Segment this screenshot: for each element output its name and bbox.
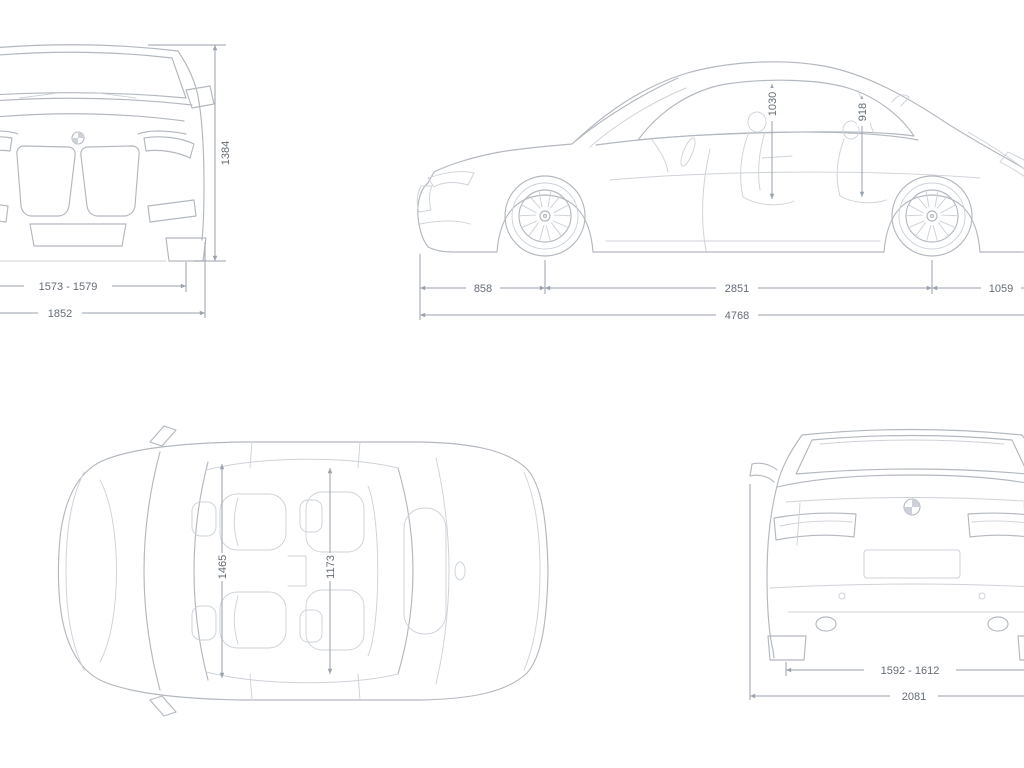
front-headroom-label-bg <box>766 88 779 121</box>
overall-length-label: 4768 <box>725 310 749 322</box>
rear-right-headrest <box>299 609 323 643</box>
front-interior-width-label: 1465 <box>217 555 229 579</box>
front-track-label: 1573 - 1579 <box>39 281 98 293</box>
front-interior-width-label-bg <box>216 553 229 581</box>
rear-seat-headrest <box>842 120 860 140</box>
front-left-seat <box>219 493 287 551</box>
front-wheel-right <box>165 237 207 262</box>
side-detail-lines <box>416 87 1024 252</box>
kidney-grille-right <box>80 145 140 217</box>
headlight-left <box>0 136 13 152</box>
rear-headroom-label: 918 <box>857 103 869 121</box>
side-wheel-rear <box>891 175 973 257</box>
front-overhang-label: 858 <box>474 283 492 295</box>
windshield-arc <box>143 451 161 691</box>
front-left-headrest <box>191 501 217 537</box>
wheelbase-label-bg <box>716 281 758 294</box>
rear-mirror-left <box>749 462 778 483</box>
front-width-label: 1852 <box>48 308 72 320</box>
kidney-grille-left <box>16 145 76 217</box>
side-wheel-front <box>504 175 586 257</box>
rear-wheel-right <box>1017 635 1024 661</box>
front-width-label-bg <box>38 306 82 319</box>
top-car-outline <box>57 425 549 717</box>
top-detail-lines <box>65 441 541 701</box>
side-interior-ghost <box>651 111 887 206</box>
front-seat-headrest <box>747 111 767 133</box>
rear-view: 1592 - 1612 2081 <box>749 428 1024 703</box>
top-view: 1465 1173 <box>57 425 549 717</box>
front-right-seat <box>219 591 287 649</box>
overall-length-label-bg <box>716 308 758 321</box>
bmw-roundel-rear-icon <box>903 498 921 516</box>
antenna-fin <box>454 561 466 581</box>
rear-left-headrest <box>299 499 323 533</box>
license-plate-recess <box>863 549 961 579</box>
front-track-label-bg <box>24 279 112 292</box>
rear-width-label-bg <box>890 689 938 702</box>
taillight-left <box>773 512 857 541</box>
rear-interior-width-label: 1173 <box>325 555 337 579</box>
front-car-outline <box>0 44 215 247</box>
rear-interior-width-label-bg <box>324 553 337 581</box>
rear-right-seat <box>305 589 365 651</box>
front-right-headrest <box>191 605 217 641</box>
rear-overhang-label-bg <box>981 281 1021 294</box>
rear-window <box>795 434 1024 475</box>
top-mirror-left <box>149 425 177 447</box>
front-view: 1384 1573 - 1579 1852 <box>0 44 232 320</box>
rear-bench-back <box>367 485 379 657</box>
steering-wheel <box>680 137 696 167</box>
rear-track-label: 1592 - 1612 <box>881 665 940 677</box>
exhaust-left <box>815 616 837 632</box>
front-height-label: 1384 <box>220 141 232 165</box>
top-seats <box>191 485 379 657</box>
rear-car-outline <box>749 428 1024 661</box>
front-height-dimension <box>148 44 226 262</box>
center-console <box>287 555 307 587</box>
wheelbase-label: 2851 <box>725 283 749 295</box>
front-overhang-label-bg <box>466 281 500 294</box>
front-detail-lines <box>0 92 167 262</box>
rear-headroom-label-bg <box>857 99 870 126</box>
front-headroom-label: 1030 <box>767 92 779 116</box>
bmw-roundel-front-icon <box>71 131 85 145</box>
side-view: 1030 918 858 2851 1059 4768 <box>416 61 1024 322</box>
rear-width-label: 2081 <box>902 691 926 703</box>
rear-window-arc <box>397 467 414 675</box>
top-mirror-right <box>149 695 177 717</box>
headlight-right <box>143 136 195 159</box>
rear-track-label-bg <box>864 663 956 676</box>
rear-wheel-left <box>767 635 807 661</box>
exhaust-right <box>987 616 1009 632</box>
side-car-outline <box>417 61 1024 253</box>
rear-left-seat <box>305 491 365 553</box>
rear-overhang-label: 1059 <box>989 283 1013 295</box>
taillight-right <box>967 512 1024 538</box>
rear-detail-lines <box>769 439 1024 613</box>
